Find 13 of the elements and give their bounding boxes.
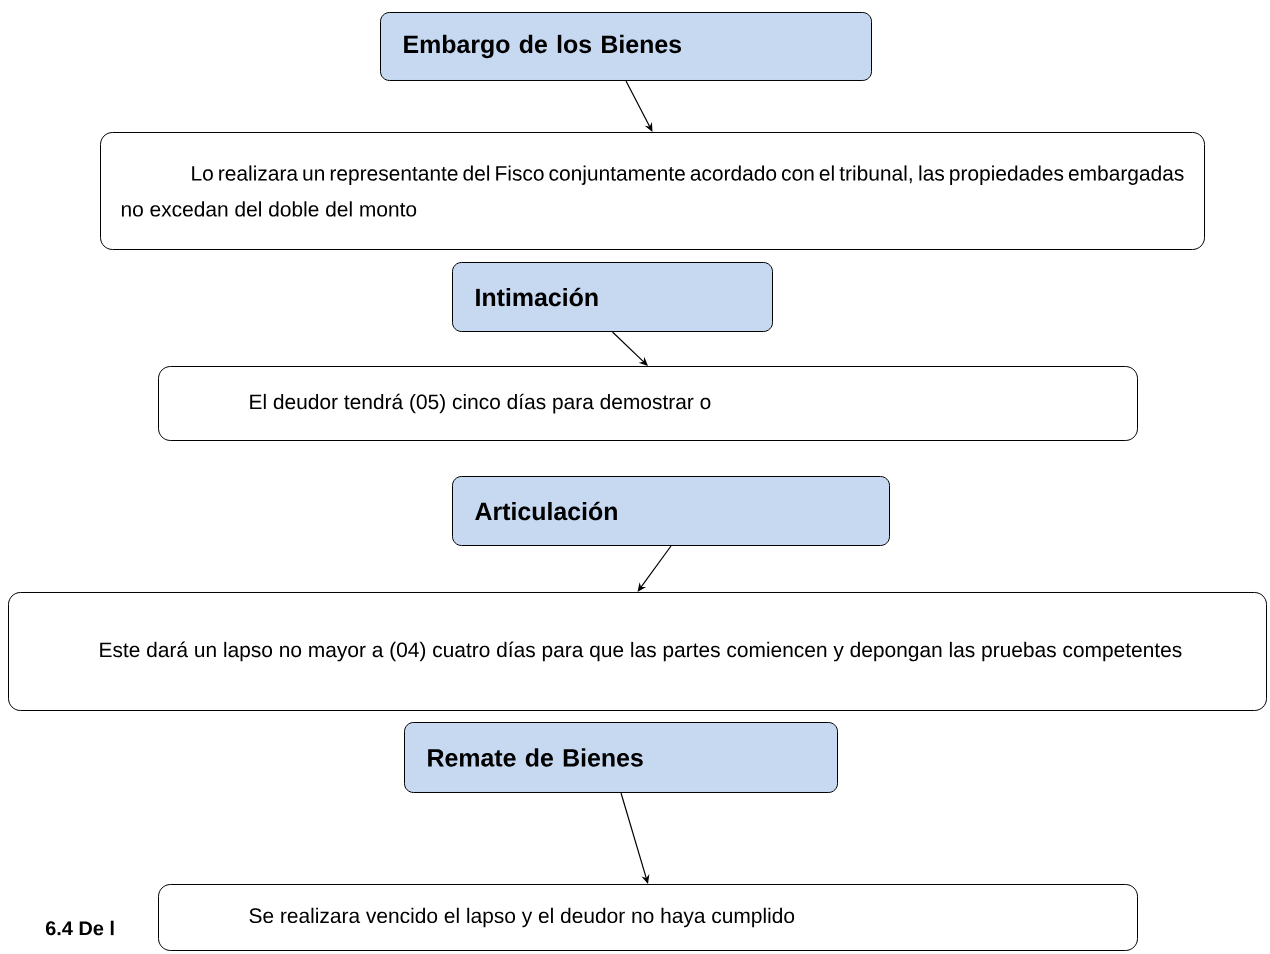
description-box: El deudor tendrá (05) cinco días para demostrar o bbox=[158, 366, 1138, 441]
description-box: Este dará un lapso no mayor a (04) cuatro días para que las partes comiencen y depongan las pruebas competentes bbox=[8, 592, 1267, 711]
section-heading: 6.4 De l bbox=[45, 920, 114, 936]
description-box: Lo realizara un representante del Fisco conjuntamente acordado con el tribunal, las propiedades embargadas no excedan del doble del monto bbox=[100, 132, 1205, 250]
arrow bbox=[637, 545, 672, 592]
step-heading-box: Embargo de los Bienes bbox=[380, 12, 872, 81]
step-heading-box: Remate de Bienes bbox=[404, 722, 838, 793]
step-heading-box: Articulación bbox=[452, 476, 890, 546]
arrow bbox=[611, 331, 648, 366]
description-box: Se realizara vencido el lapso y el deudor no haya cumplido bbox=[158, 884, 1138, 951]
arrow bbox=[620, 792, 650, 884]
step-heading-box: Intimación bbox=[452, 262, 773, 332]
arrow bbox=[625, 80, 653, 132]
